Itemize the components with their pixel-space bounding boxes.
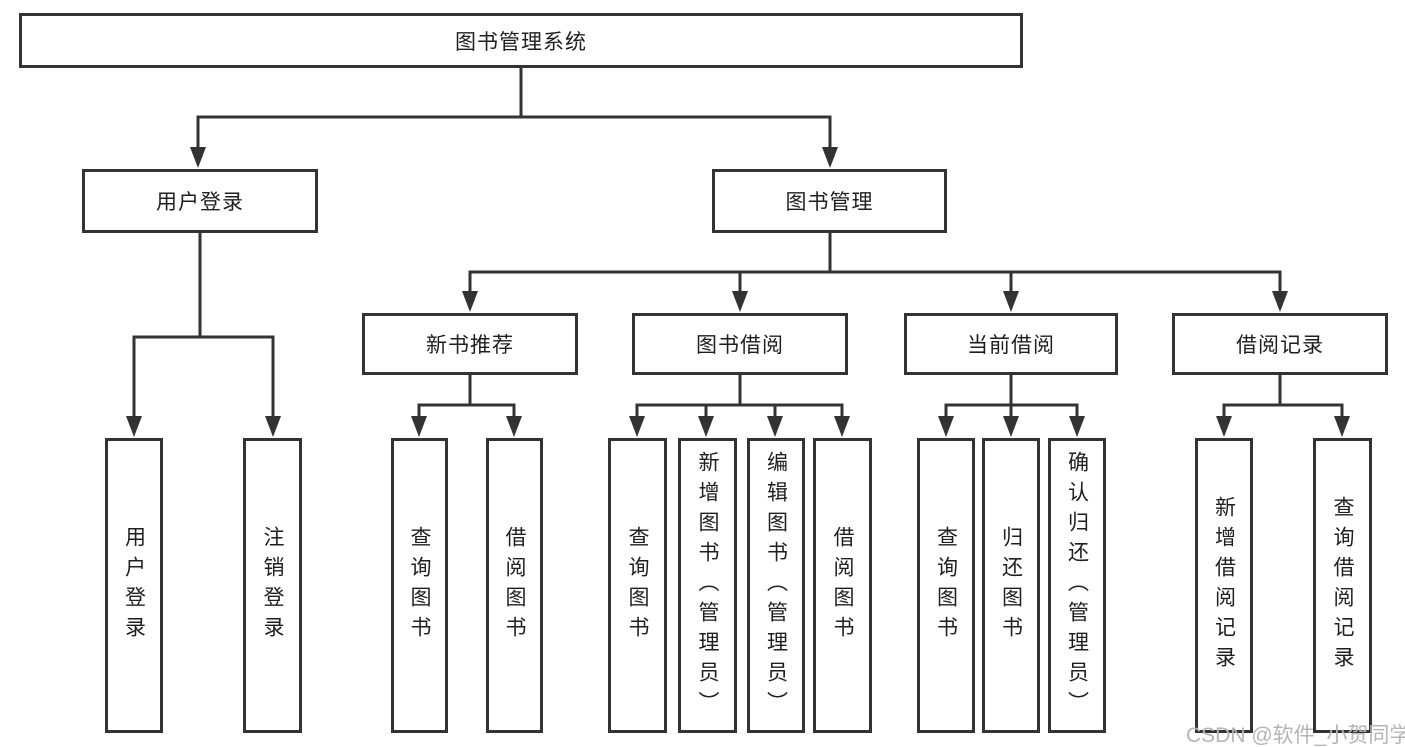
- csdn-watermark: CSDN @软件_小贺同学: [1186, 724, 1405, 747]
- arrowheads: [126, 147, 1350, 437]
- node-borrowing-records-label: 借阅记录: [1236, 334, 1324, 357]
- node-new-book-recommendation: 新书推荐: [362, 313, 578, 375]
- node-book-borrowing-label: 图书借阅: [696, 334, 784, 357]
- leaf-borrow-query: 查询图书: [608, 438, 667, 733]
- leaf-current-query: 查询图书: [917, 438, 975, 733]
- leaf-current-return: 归还图书: [982, 438, 1040, 733]
- leaf-logout-label: 注销登录: [261, 525, 284, 646]
- node-root-label: 图书管理系统: [455, 30, 587, 54]
- node-book-borrowing: 图书借阅: [632, 313, 848, 375]
- leaf-record-add: 新增借阅记录: [1195, 438, 1253, 733]
- leaf-borrow-edit-admin-label: 编辑图书（管理员）: [764, 450, 788, 721]
- node-current-borrowing: 当前借阅: [904, 313, 1118, 375]
- leaf-record-add-label: 新增借阅记录: [1212, 495, 1236, 676]
- leaf-borrow-borrow-label: 借阅图书: [831, 525, 854, 646]
- leaf-user-login: 用户登录: [105, 438, 163, 733]
- leaf-user-login-label: 用户登录: [122, 525, 146, 646]
- leaf-borrow-query-label: 查询图书: [626, 525, 649, 646]
- node-book-management: 图书管理: [712, 169, 947, 233]
- leaf-record-query: 查询借阅记录: [1313, 438, 1372, 733]
- node-user-login-label: 用户登录: [156, 191, 244, 214]
- node-user-login: 用户登录: [82, 169, 318, 233]
- leaf-current-return-label: 归还图书: [999, 525, 1023, 646]
- leaf-borrow-edit-admin: 编辑图书（管理员）: [747, 438, 805, 733]
- leaf-newbook-borrow: 借阅图书: [486, 438, 543, 733]
- leaf-current-confirm-admin-label: 确认归还（管理员）: [1065, 450, 1089, 721]
- node-book-management-label: 图书管理: [785, 191, 874, 214]
- leaf-current-confirm-admin: 确认归还（管理员）: [1048, 438, 1106, 733]
- leaf-record-query-label: 查询借阅记录: [1331, 495, 1354, 676]
- leaf-newbook-query-label: 查询图书: [408, 525, 431, 646]
- leaf-newbook-borrow-label: 借阅图书: [503, 525, 526, 646]
- leaf-borrow-borrow: 借阅图书: [813, 438, 872, 733]
- node-root: 图书管理系统: [19, 13, 1023, 68]
- node-current-borrowing-label: 当前借阅: [967, 334, 1055, 357]
- leaf-borrow-add-admin: 新增图书（管理员）: [678, 438, 737, 733]
- leaf-newbook-query: 查询图书: [391, 438, 448, 733]
- node-new-book-recommendation-label: 新书推荐: [426, 334, 514, 357]
- leaf-borrow-add-admin-label: 新增图书（管理员）: [696, 450, 719, 721]
- node-borrowing-records: 借阅记录: [1172, 313, 1388, 375]
- leaf-logout: 注销登录: [243, 438, 302, 733]
- leaf-current-query-label: 查询图书: [934, 525, 958, 646]
